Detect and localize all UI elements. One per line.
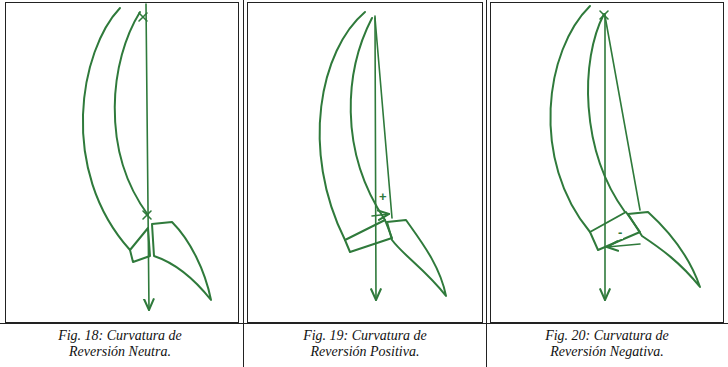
table-rule xyxy=(486,0,487,367)
outer-curve xyxy=(83,8,130,250)
table-rule xyxy=(243,0,244,367)
panel-frame xyxy=(491,3,724,323)
base-piece xyxy=(345,220,392,252)
reference-axis xyxy=(375,16,376,300)
sign-mark: + xyxy=(378,190,388,203)
figure-caption: Fig. 19: Curvatura de Reversión Positiva… xyxy=(290,328,440,360)
figure-caption: Fig. 20: Curvatura de Reversión Negativa… xyxy=(532,328,682,360)
claw-shape xyxy=(628,212,700,287)
figure-caption: Fig. 18: Curvatura de Reversión Neutra. xyxy=(45,328,195,360)
base-piece xyxy=(130,228,150,262)
sign-mark: - xyxy=(617,226,623,239)
inner-curve xyxy=(115,12,148,215)
tangent-line xyxy=(605,16,640,210)
tangent-line xyxy=(375,18,392,218)
cross-mark xyxy=(600,11,608,19)
panel-frame xyxy=(6,3,239,323)
claw-shape xyxy=(152,222,211,300)
angle-arrow xyxy=(372,214,389,216)
table-rule xyxy=(0,323,728,324)
outer-curve xyxy=(320,12,365,240)
claw-shape xyxy=(387,220,446,296)
base-piece xyxy=(590,212,640,250)
reference-axis xyxy=(146,4,149,310)
angle-arrow xyxy=(607,244,640,247)
inner-curve xyxy=(588,14,625,212)
cross-mark xyxy=(139,13,147,21)
cross-mark xyxy=(143,211,151,219)
outer-curve xyxy=(550,6,590,232)
reference-axis xyxy=(604,14,606,300)
panel-frame xyxy=(248,3,483,323)
